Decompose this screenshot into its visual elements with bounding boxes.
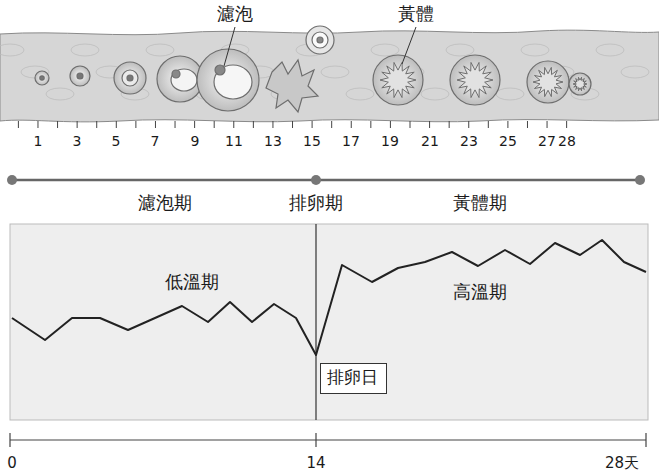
corpus-luteum-folds bbox=[380, 62, 587, 97]
tick bbox=[547, 121, 548, 128]
label: 21 bbox=[421, 134, 439, 148]
axis-tick bbox=[645, 433, 646, 447]
ovulation-day-box: 排卵日 bbox=[320, 363, 387, 394]
label: 7 bbox=[151, 134, 160, 148]
tissue-fiber bbox=[46, 88, 74, 100]
tick bbox=[527, 121, 528, 128]
tick bbox=[390, 121, 391, 128]
leader-line bbox=[224, 27, 235, 66]
node-text: 排卵日 bbox=[327, 368, 380, 387]
tick bbox=[57, 121, 58, 128]
tick bbox=[214, 121, 215, 128]
label: 黃體 bbox=[398, 5, 434, 23]
tick bbox=[37, 121, 38, 128]
tissue-fiber bbox=[0, 44, 24, 56]
tick bbox=[135, 121, 136, 128]
luteum-fold bbox=[457, 62, 493, 97]
tissue-fiber bbox=[496, 88, 524, 100]
tissue-fiber bbox=[71, 44, 99, 56]
label: 1 bbox=[34, 134, 43, 148]
label: 23 bbox=[460, 134, 478, 148]
tissue-fiber bbox=[346, 88, 374, 100]
tissue-fiber bbox=[321, 66, 349, 78]
label: 25 bbox=[499, 134, 517, 148]
tissue-fiber bbox=[146, 44, 174, 56]
tick bbox=[272, 121, 273, 128]
tick bbox=[233, 121, 234, 128]
label: 28 bbox=[558, 134, 576, 148]
label: 11 bbox=[225, 134, 243, 148]
label: 黃體期 bbox=[453, 194, 507, 212]
tick bbox=[507, 121, 508, 128]
tick bbox=[370, 121, 371, 128]
tissue-fiber bbox=[446, 44, 474, 56]
tick bbox=[292, 121, 293, 128]
label: 3 bbox=[73, 134, 82, 148]
tissue-fiber bbox=[371, 44, 399, 56]
tick bbox=[155, 121, 156, 128]
follicles bbox=[35, 26, 591, 112]
tick bbox=[253, 121, 254, 128]
tick bbox=[312, 121, 313, 128]
tissue-fiber bbox=[521, 44, 549, 56]
tick bbox=[18, 121, 19, 128]
timeline-dot bbox=[635, 175, 645, 185]
label: 濾泡期 bbox=[138, 194, 192, 212]
timeline-dot bbox=[311, 175, 321, 185]
label: 排卵期 bbox=[289, 194, 343, 212]
temperature-curve bbox=[12, 240, 646, 355]
day-ticks bbox=[18, 121, 566, 128]
label: 低溫期 bbox=[165, 273, 219, 291]
tick bbox=[194, 121, 195, 128]
tick bbox=[77, 121, 78, 128]
label: 27 bbox=[538, 134, 556, 148]
luteum-fold bbox=[573, 77, 587, 91]
label: 14 bbox=[306, 456, 325, 471]
tick bbox=[429, 121, 430, 128]
label: 0 bbox=[7, 456, 17, 471]
leader-line bbox=[402, 27, 416, 64]
tick bbox=[468, 121, 469, 128]
label: 19 bbox=[381, 134, 399, 148]
tick bbox=[488, 121, 489, 128]
tick bbox=[410, 121, 411, 128]
tissue-fiber bbox=[621, 66, 649, 78]
ovulation-line bbox=[315, 224, 316, 420]
tick bbox=[566, 121, 567, 128]
axis-tick bbox=[9, 433, 10, 447]
chart-area bbox=[10, 224, 648, 420]
day-axis bbox=[10, 439, 646, 440]
label: 28天 bbox=[605, 456, 639, 471]
label: 高溫期 bbox=[453, 283, 507, 301]
tick bbox=[331, 121, 332, 128]
tick bbox=[449, 121, 450, 128]
tick bbox=[96, 121, 97, 128]
tick bbox=[351, 121, 352, 128]
timeline-dot bbox=[7, 175, 17, 185]
phase-timeline bbox=[12, 179, 640, 182]
label: 5 bbox=[112, 134, 121, 148]
luteum-fold bbox=[533, 67, 563, 96]
tick bbox=[116, 121, 117, 128]
label: 15 bbox=[303, 134, 321, 148]
tissue-fiber bbox=[596, 44, 624, 56]
label: 17 bbox=[342, 134, 360, 148]
label: 13 bbox=[264, 134, 282, 148]
luteum-fold bbox=[380, 62, 416, 97]
label: 濾泡 bbox=[217, 5, 253, 23]
axis-tick bbox=[315, 433, 316, 447]
label: 9 bbox=[191, 134, 200, 148]
tick bbox=[175, 121, 176, 128]
tissue-fiber bbox=[421, 88, 449, 100]
